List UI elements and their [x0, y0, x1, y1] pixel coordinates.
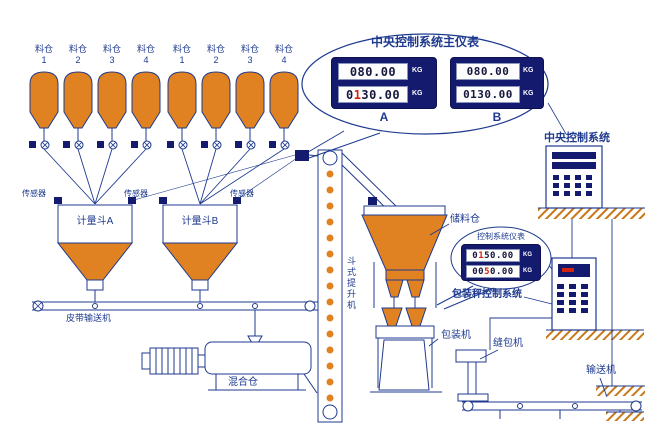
packing-machine-label: 包装机 [441, 330, 471, 341]
weigh-hopper-a-shape [53, 196, 137, 303]
display-a-row1-value: 080.00 [338, 63, 408, 80]
belt-conveyor-label: 皮带输送机 [66, 313, 112, 323]
display-b-row1-value: 080.00 [456, 63, 520, 80]
mixing-bin-label: 混合仓 [228, 377, 258, 388]
bin-feed-lines [43, 148, 285, 205]
sensor-wires [133, 154, 298, 201]
packing-cabinet-shape [551, 257, 597, 331]
aux-row2-unit: KG [523, 268, 532, 274]
display-b-row1-unit: KG [523, 67, 534, 74]
feed-bins-shapes [28, 71, 299, 150]
output-conveyor-shape [462, 400, 642, 419]
storage-silo-shape [361, 197, 448, 308]
display-unit-a-letter: A [379, 110, 389, 124]
storage-silo-label: 储料仓 [450, 214, 480, 225]
aux-row1-unit: KG [523, 252, 532, 258]
mixer-shape [141, 341, 318, 394]
packing-scale-control-label: 包装秤控制系统 [452, 289, 522, 300]
display-unit-b-letter: B [492, 110, 502, 124]
sensor-label-right: 传感器 [230, 189, 254, 198]
leader-lines [428, 223, 608, 398]
belt-conveyor-shape [32, 300, 318, 344]
display-b-row2-unit: KG [523, 90, 534, 97]
display-b-row2-value: 0130.00 [456, 86, 520, 103]
sensor-label-left: 传感器 [22, 189, 46, 198]
bucket-elevator-shape [317, 149, 402, 423]
display-a-row1-unit: KG [412, 67, 423, 74]
weigh-hopper-b-shape [158, 196, 242, 303]
sensor-label-middle: 传感器 [124, 189, 148, 198]
central-cabinet-shape [545, 145, 603, 209]
conveyor-label: 输送机 [586, 365, 616, 376]
display-unit-b: 080.00 KG 0130.00 KG [450, 57, 544, 109]
bag-sewing-machine-label: 缝包机 [493, 338, 523, 349]
weigh-hopper-a-label: 计量斗A [76, 216, 114, 227]
aux-panel-title: 控制系统仪表 [477, 232, 525, 241]
weigh-hopper-b-label: 计量斗B [181, 216, 219, 227]
main-panel-title: 中央控制系统主仪表 [370, 35, 479, 49]
central-control-system-label: 中央控制系统 [544, 132, 610, 144]
display-a-row2-unit: KG [412, 90, 423, 97]
bucket-elevator-label: 斗式提升机 [346, 256, 356, 311]
packing-machine-shape [370, 307, 442, 393]
